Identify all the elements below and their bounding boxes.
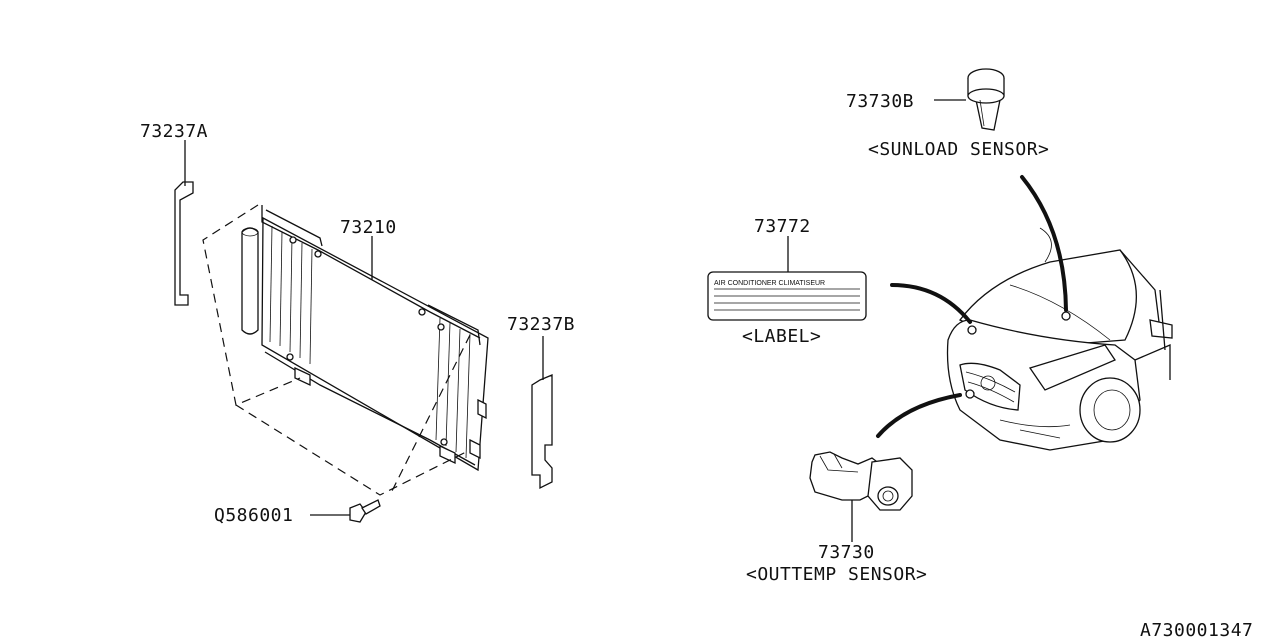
condenser-73210[interactable] — [241, 205, 489, 472]
outtemp-sensor-73730[interactable] — [809, 451, 913, 542]
label-plate-text: AIR CONDITIONER CLIMATISEUR — [714, 280, 825, 287]
location-leaders — [876, 175, 1068, 438]
label-73772[interactable]: AIR CONDITIONER CLIMATISEUR — [707, 236, 867, 321]
caption-outtemp-sensor: <OUTTEMP SENSOR> — [746, 564, 927, 585]
bolt-q586001[interactable] — [310, 499, 381, 523]
callout-73730[interactable]: 73730 — [818, 542, 875, 563]
sunload-sensor-73730b[interactable] — [934, 68, 1005, 131]
callout-73237b[interactable]: 73237B — [507, 314, 575, 335]
install-guide-lines — [202, 204, 471, 496]
bracket-73237a[interactable] — [174, 140, 194, 306]
bracket-73237b[interactable] — [531, 336, 553, 490]
vehicle-front — [946, 227, 1173, 451]
caption-label: <LABEL> — [742, 326, 821, 347]
callout-73730b[interactable]: 73730B — [846, 91, 914, 112]
callout-73237a[interactable]: 73237A — [140, 121, 208, 142]
callout-q586001[interactable]: Q586001 — [214, 505, 293, 526]
figure-id: A730001347 — [1140, 620, 1253, 640]
callout-73210[interactable]: 73210 — [340, 217, 397, 238]
caption-sunload-sensor: <SUNLOAD SENSOR> — [868, 139, 1049, 160]
callout-73772[interactable]: 73772 — [754, 216, 811, 237]
